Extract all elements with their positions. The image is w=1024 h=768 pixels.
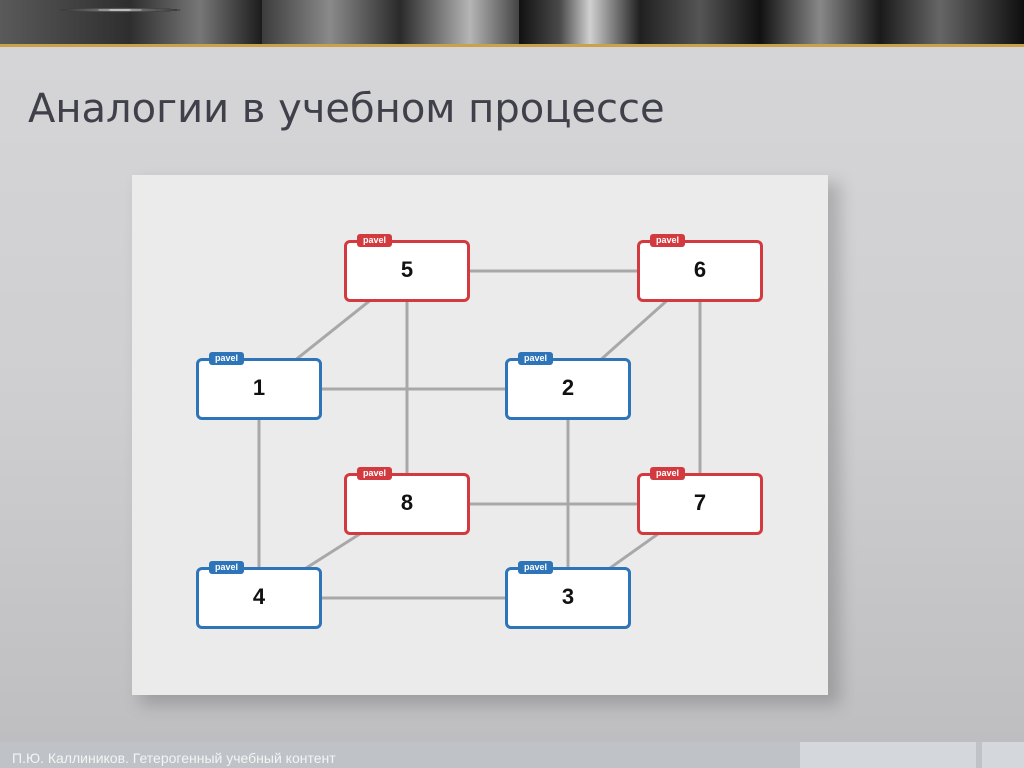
footer-author-text: П.Ю. Каллиников. Гетерогенный учебный ко… [12,750,336,766]
node-4-tag: pavel [209,561,245,574]
node-1-tag: pavel [209,352,245,365]
node-8: pavel 8 [344,467,470,535]
slide-title: Аналогии в учебном процессе [28,86,665,132]
node-5-label: 5 [400,257,414,282]
node-3: pavel 3 [505,561,631,629]
node-5: pavel 5 [344,234,470,302]
node-8-tag: pavel [357,467,393,480]
node-3-label: 3 [561,584,575,609]
node-3-tag: pavel [518,561,554,574]
node-2-tag: pavel [518,352,554,365]
node-7: pavel 7 [637,467,763,535]
node-7-label: 7 [693,490,707,515]
footer-page-box [982,742,1024,768]
node-2: pavel 2 [505,352,631,420]
node-7-tag: pavel [650,467,686,480]
header-accent-line [0,44,1024,47]
node-2-label: 2 [561,375,575,400]
node-4: pavel 4 [196,561,322,629]
node-1: pavel 1 [196,352,322,420]
node-6: pavel 6 [637,234,763,302]
node-4-label: 4 [252,584,266,609]
diagram-panel: pavel 5 pavel 6 pavel 1 pavel 2 pavel 8 … [132,175,828,695]
node-1-label: 1 [252,375,266,400]
header-photo-strip [0,0,1024,44]
node-5-tag: pavel [357,234,393,247]
node-6-label: 6 [693,257,707,282]
footer-date-box [800,742,976,768]
node-6-tag: pavel [650,234,686,247]
node-8-label: 8 [400,490,414,515]
